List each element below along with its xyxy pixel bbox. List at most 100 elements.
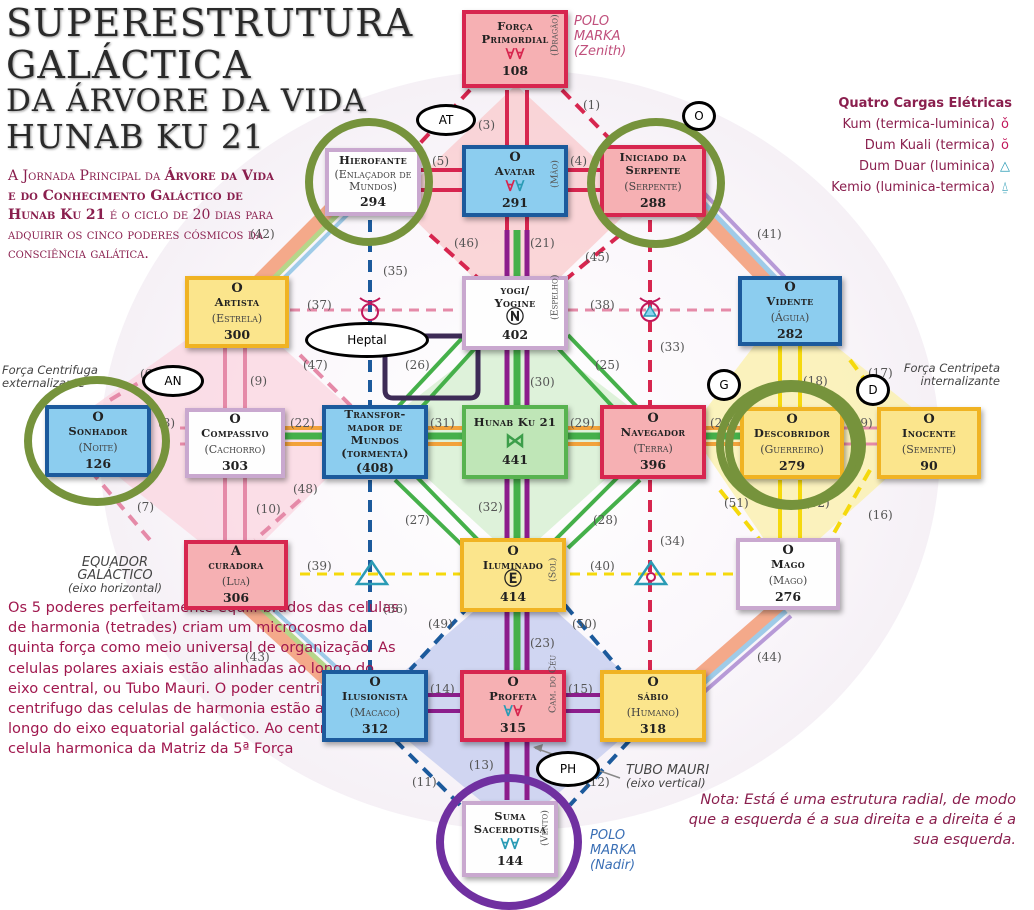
path-label: (10): [256, 502, 281, 516]
path-label: (20): [710, 416, 735, 430]
node-sonhador[interactable]: O Sonhador (Noite) 126: [45, 405, 151, 477]
node-sub: (Mago): [768, 573, 808, 587]
path-label: (11): [412, 775, 437, 789]
node-iluminado[interactable]: O Iluminado Ⓔ 414 (Sol): [460, 538, 566, 612]
title-line-2: GALÁCTICA: [6, 43, 252, 87]
node-side-text: Cam. do Céu: [547, 654, 559, 713]
intro-text: A Jornada Principal da Árvore da Vida e …: [8, 167, 278, 265]
yogi-glyph-icon: Ⓝ: [506, 306, 524, 328]
node-sub: (Noite): [78, 440, 118, 454]
path-label: (18): [803, 374, 828, 388]
node-sub: (tormenta): [341, 446, 409, 460]
path-label: (27): [405, 513, 430, 527]
node-number: 294: [359, 194, 387, 209]
node-navegador[interactable]: O Navegador (Terra) 396: [600, 405, 706, 479]
node-sub: (Enlaçador de Mundos): [334, 168, 412, 193]
path-label: (49): [428, 617, 453, 631]
annotation-ph: PH: [536, 751, 600, 787]
node-number: 291: [501, 195, 529, 210]
node-prefix: O: [782, 542, 794, 558]
path-label: (3): [478, 118, 495, 132]
page-title: SUPERESTRUTURA GALÁCTICA DA ÁRVORE DA VI…: [6, 4, 413, 153]
node-forca-primordial[interactable]: Força Primordial ∀∀ 108 (Dragão): [462, 10, 568, 88]
node-name: Transfor-mador de Mundos: [344, 407, 406, 447]
path-label: (52): [805, 496, 830, 510]
path-11-dashed: [393, 738, 462, 807]
node-prefix: O: [647, 410, 659, 426]
node-ilusionista[interactable]: O Ilusionista (Macaco) 312: [322, 670, 428, 742]
path-label: (32): [478, 500, 503, 514]
title-line-4: HUNAB KU 21: [6, 117, 265, 156]
centripetal-label: Força Centripeta internalizante: [903, 361, 1000, 388]
annotation-heptal: Heptal: [305, 322, 429, 358]
node-name: Inocente: [902, 425, 956, 440]
node-avatar[interactable]: O Avatar ∀∀ 291 (Mão): [462, 145, 568, 217]
path-label: (9): [250, 374, 267, 388]
annotation-o: O: [682, 101, 716, 131]
node-curadora[interactable]: A curadora (Lua) 306: [184, 540, 288, 610]
node-sub: (Cachorro): [204, 442, 266, 456]
node-prefix: O: [786, 411, 798, 427]
avatar-glyph-icon: ∀∀: [505, 177, 525, 195]
node-compassivo[interactable]: O Compassivo (Cachorro) 303: [185, 408, 285, 478]
node-side-text: (Espelho): [549, 274, 561, 320]
path-label: (38): [590, 298, 615, 312]
node-name: Ilusionista: [342, 688, 408, 703]
path-label: (21): [530, 236, 555, 250]
intro-part-3: é o ciclo de 20 dias para adquirir os ci…: [8, 207, 274, 262]
node-prefix: O: [92, 409, 104, 425]
node-side-label: (Espelho): [550, 275, 561, 320]
node-mago[interactable]: O Mago (Mago) 276: [736, 538, 840, 610]
node-prefix: O: [231, 280, 243, 296]
path-label: (25): [595, 358, 620, 372]
node-suma-sacerdotisa[interactable]: Suma Sacerdotisa ∀∀ 144 (Vento): [462, 801, 558, 877]
path-label: (41): [757, 227, 782, 241]
annotation-an: AN: [142, 365, 204, 397]
path-label: (26): [405, 358, 430, 372]
node-number: 282: [776, 325, 804, 341]
forca-glyph-icon: ∀∀: [505, 44, 525, 63]
tube-text: TUBO MAURI: [626, 763, 710, 778]
node-side-text: (Dragão): [549, 14, 561, 56]
node-side-label: (Dragão): [550, 14, 561, 56]
node-side-text: (Mão): [549, 160, 561, 188]
node-artista[interactable]: O Artista (Estrela) 300: [185, 276, 289, 348]
path-label: (48): [293, 482, 318, 496]
centrifugal-label: Força Centrifuga externalizante: [2, 363, 98, 390]
node-hunab-ku-21[interactable]: Hunab Ku 21 ⋈ 441: [462, 405, 568, 479]
legend-label: Kum (termica-luminica): [842, 117, 995, 132]
path-label: (19): [848, 416, 873, 430]
node-profeta[interactable]: O Profeta ∀∀ 315 Cam. do Céu: [460, 655, 566, 742]
path-label: (15): [568, 682, 593, 696]
node-inocente[interactable]: O Inocente (Semente) 90: [877, 407, 981, 479]
path-label: (5): [432, 154, 449, 168]
path-label: (33): [660, 340, 685, 354]
path-label: (13): [469, 758, 494, 772]
node-transformador-de-mundos[interactable]: Transfor-mador de Mundos (tormenta) (408…: [322, 405, 428, 479]
node-hierofante[interactable]: Hierofante (Enlaçador de Mundos) 294: [325, 148, 421, 216]
path-label: (44): [757, 650, 782, 664]
legend-heading: Quatro Cargas Elétricas: [838, 96, 1012, 111]
path-label: (36): [383, 602, 408, 616]
node-prefix: O: [923, 411, 935, 427]
dum-kuali-icon: ŏ: [1001, 138, 1009, 153]
note-text: Nota: Está é uma estrutura radial, de mo…: [688, 792, 1016, 848]
legend-item: Kemio (luminica-termica)⍙: [831, 177, 1012, 198]
node-side-label: (Vento): [540, 810, 551, 846]
path-label: (14): [430, 682, 455, 696]
node-yogi-yogine[interactable]: yogi/ Yogine Ⓝ 402 (Espelho): [462, 275, 568, 350]
node-sub: (Terra): [633, 441, 673, 455]
node-vidente[interactable]: O Vidente (Águia) 282: [738, 276, 842, 346]
node-sub: (Humano): [626, 705, 680, 719]
path-49-dashed: [408, 603, 472, 672]
node-number: 402: [501, 326, 529, 342]
node-sabio[interactable]: O sábio (Humano) 318: [600, 670, 706, 742]
equator-text: EQUADOR GALÁCTICO: [77, 555, 153, 583]
legend-label: Dum Kuali (termica): [864, 138, 995, 153]
node-descobridor[interactable]: O Descobridor (Guerreiro) 279: [740, 407, 844, 479]
path-48-dashed: [253, 498, 302, 542]
body-text: Os 5 poderes perfeitamente equili-brados…: [8, 599, 408, 758]
node-name: Compassivo: [201, 425, 269, 440]
node-iniciado-da-serpente[interactable]: Iniciado da Serpente (Serpente) 288: [600, 145, 706, 217]
